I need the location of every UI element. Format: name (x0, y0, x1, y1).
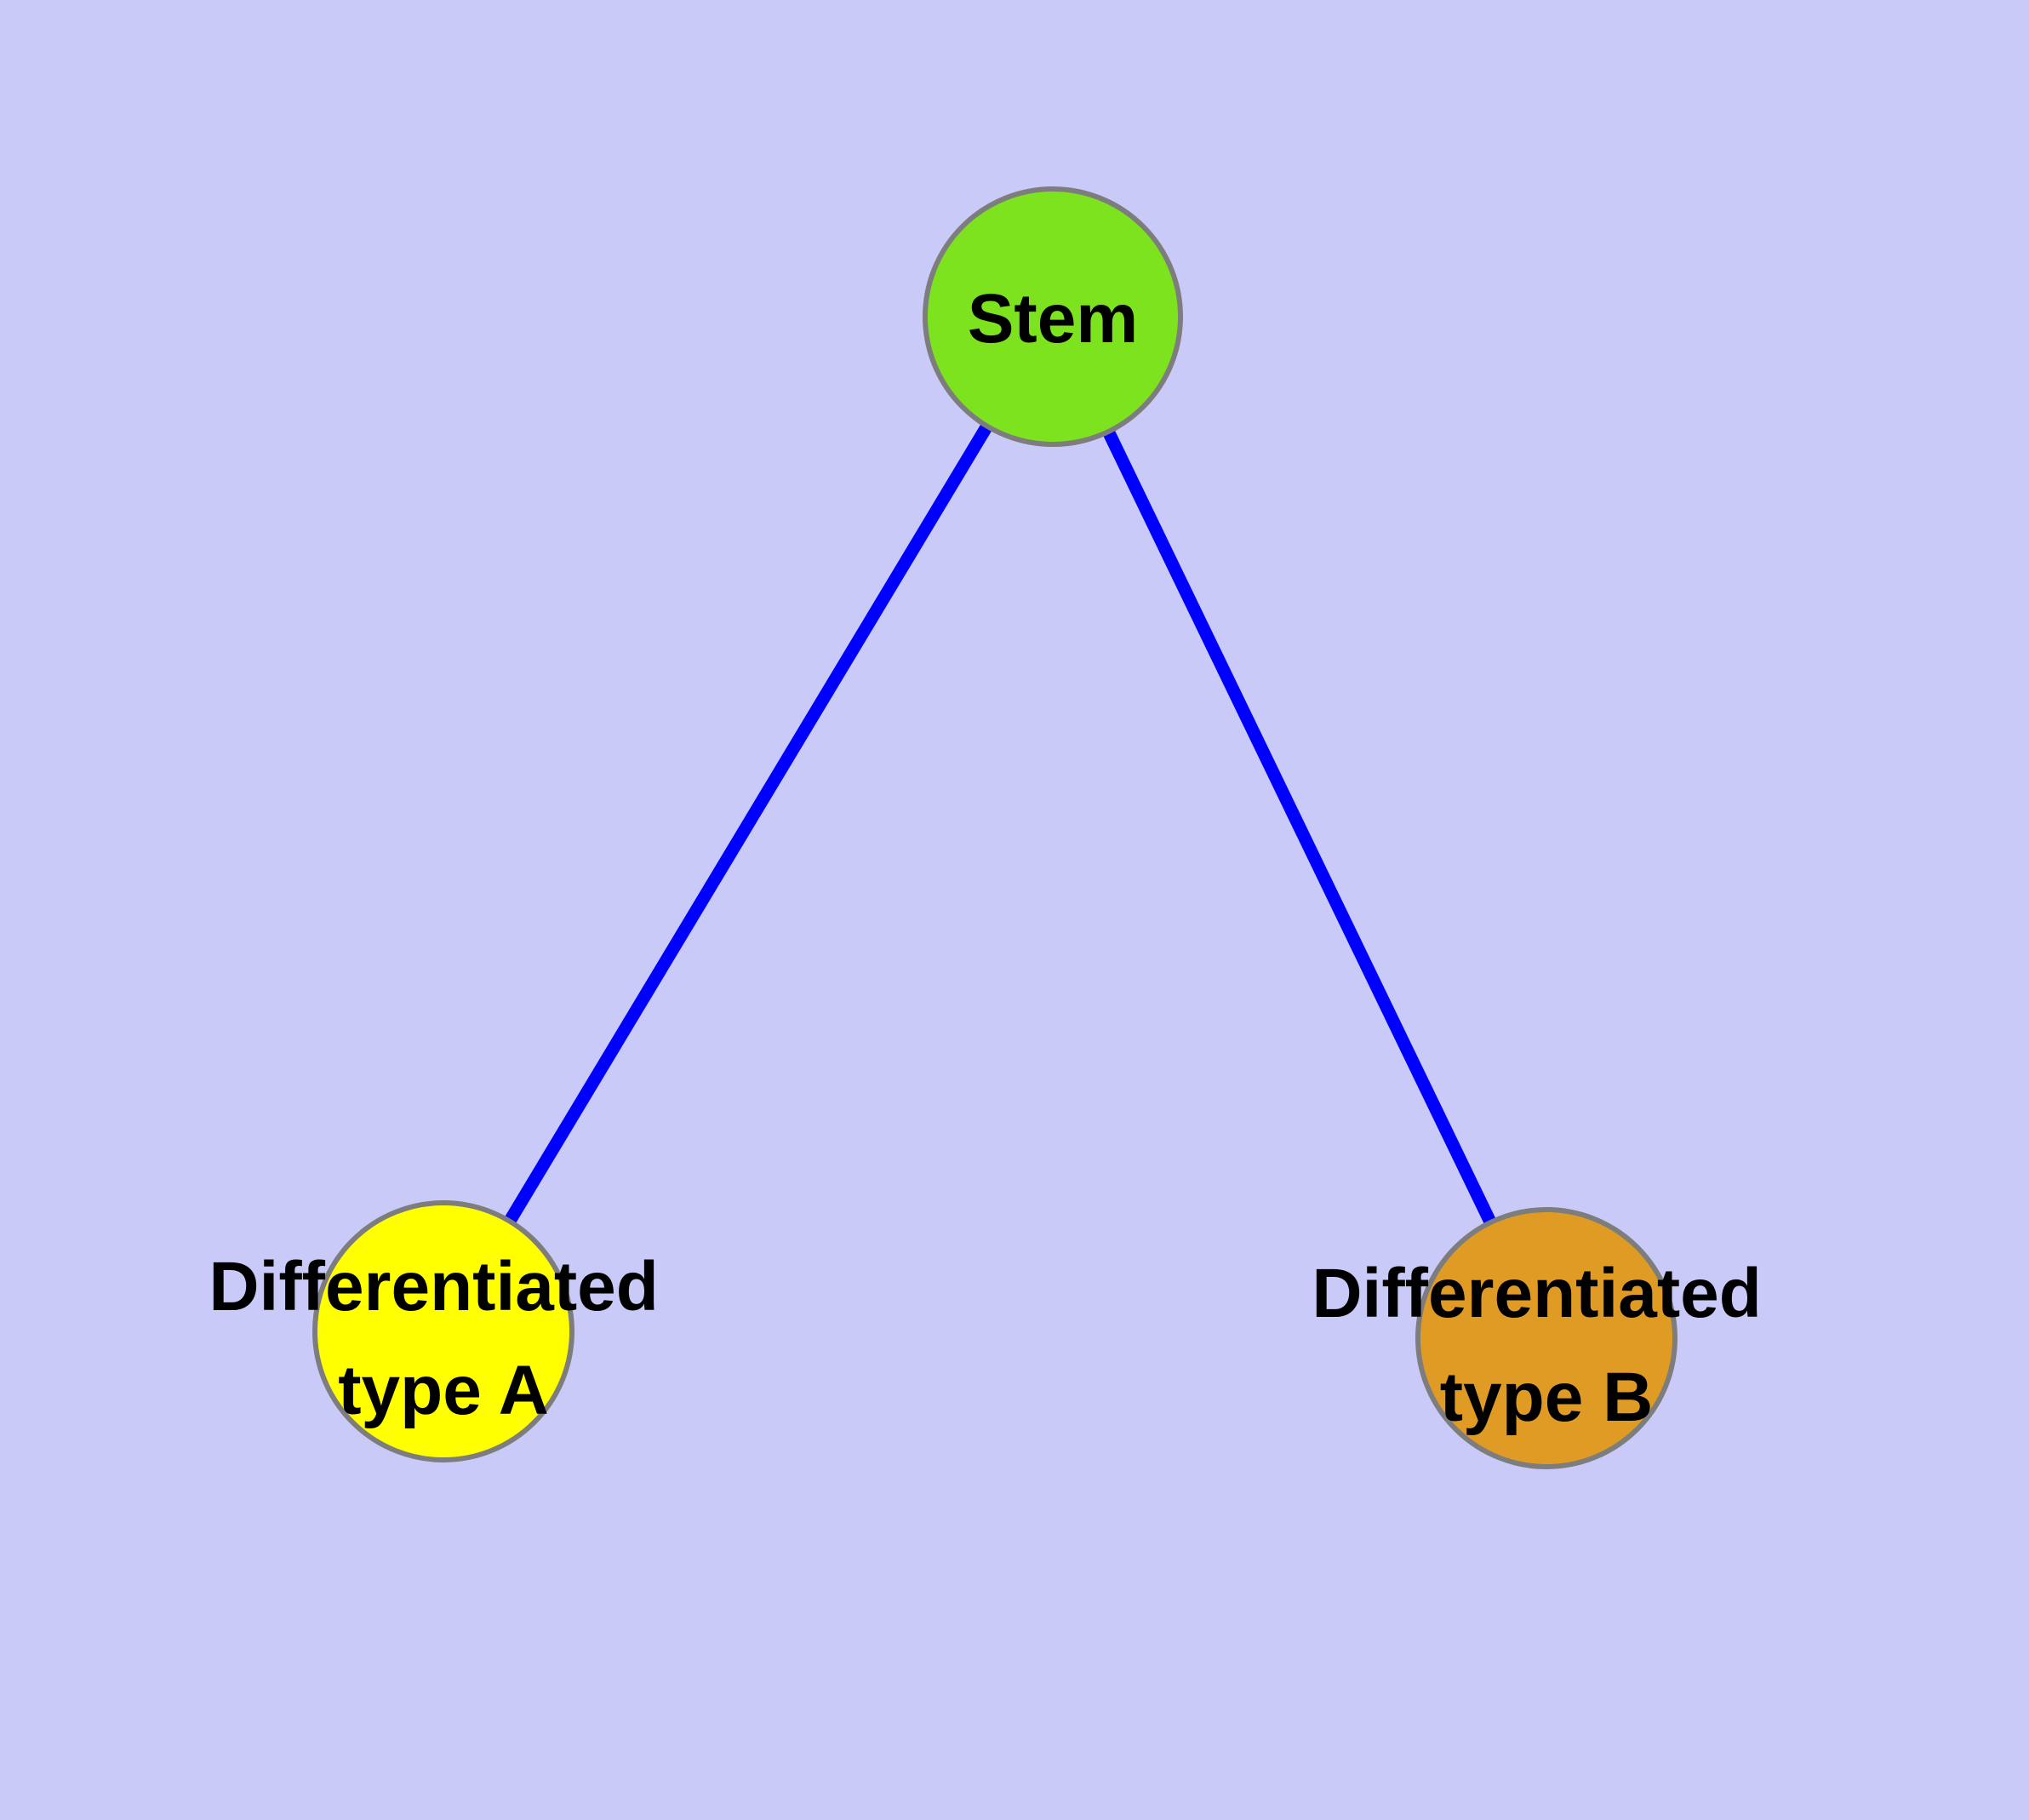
node-stem-label: Stem (968, 280, 1139, 358)
node-differentiated-type-a[interactable]: Differentiated type A (209, 1200, 677, 1462)
node-differentiated-type-a-circle[interactable] (312, 1200, 574, 1462)
node-differentiated-type-b-circle[interactable] (1415, 1207, 1677, 1469)
node-a-label-line1: Differentiated (209, 1248, 659, 1325)
node-stem-label-line1: Stem (968, 280, 1139, 358)
node-differentiated-type-a-label: Differentiated type A (209, 1248, 677, 1429)
node-differentiated-type-b[interactable]: Differentiated type B (1312, 1207, 1780, 1469)
node-b-label-line2: type B (1440, 1359, 1654, 1436)
node-a-label-line2: type A (338, 1352, 549, 1429)
node-b-label-line1: Differentiated (1312, 1255, 1762, 1332)
node-stem[interactable]: Stem (923, 186, 1183, 447)
node-differentiated-type-b-label: Differentiated type B (1312, 1255, 1780, 1436)
edge-stem-to-type-b (1047, 313, 1552, 1342)
edge-stem-to-type-a (437, 313, 1059, 1335)
node-stem-circle[interactable] (923, 186, 1183, 447)
